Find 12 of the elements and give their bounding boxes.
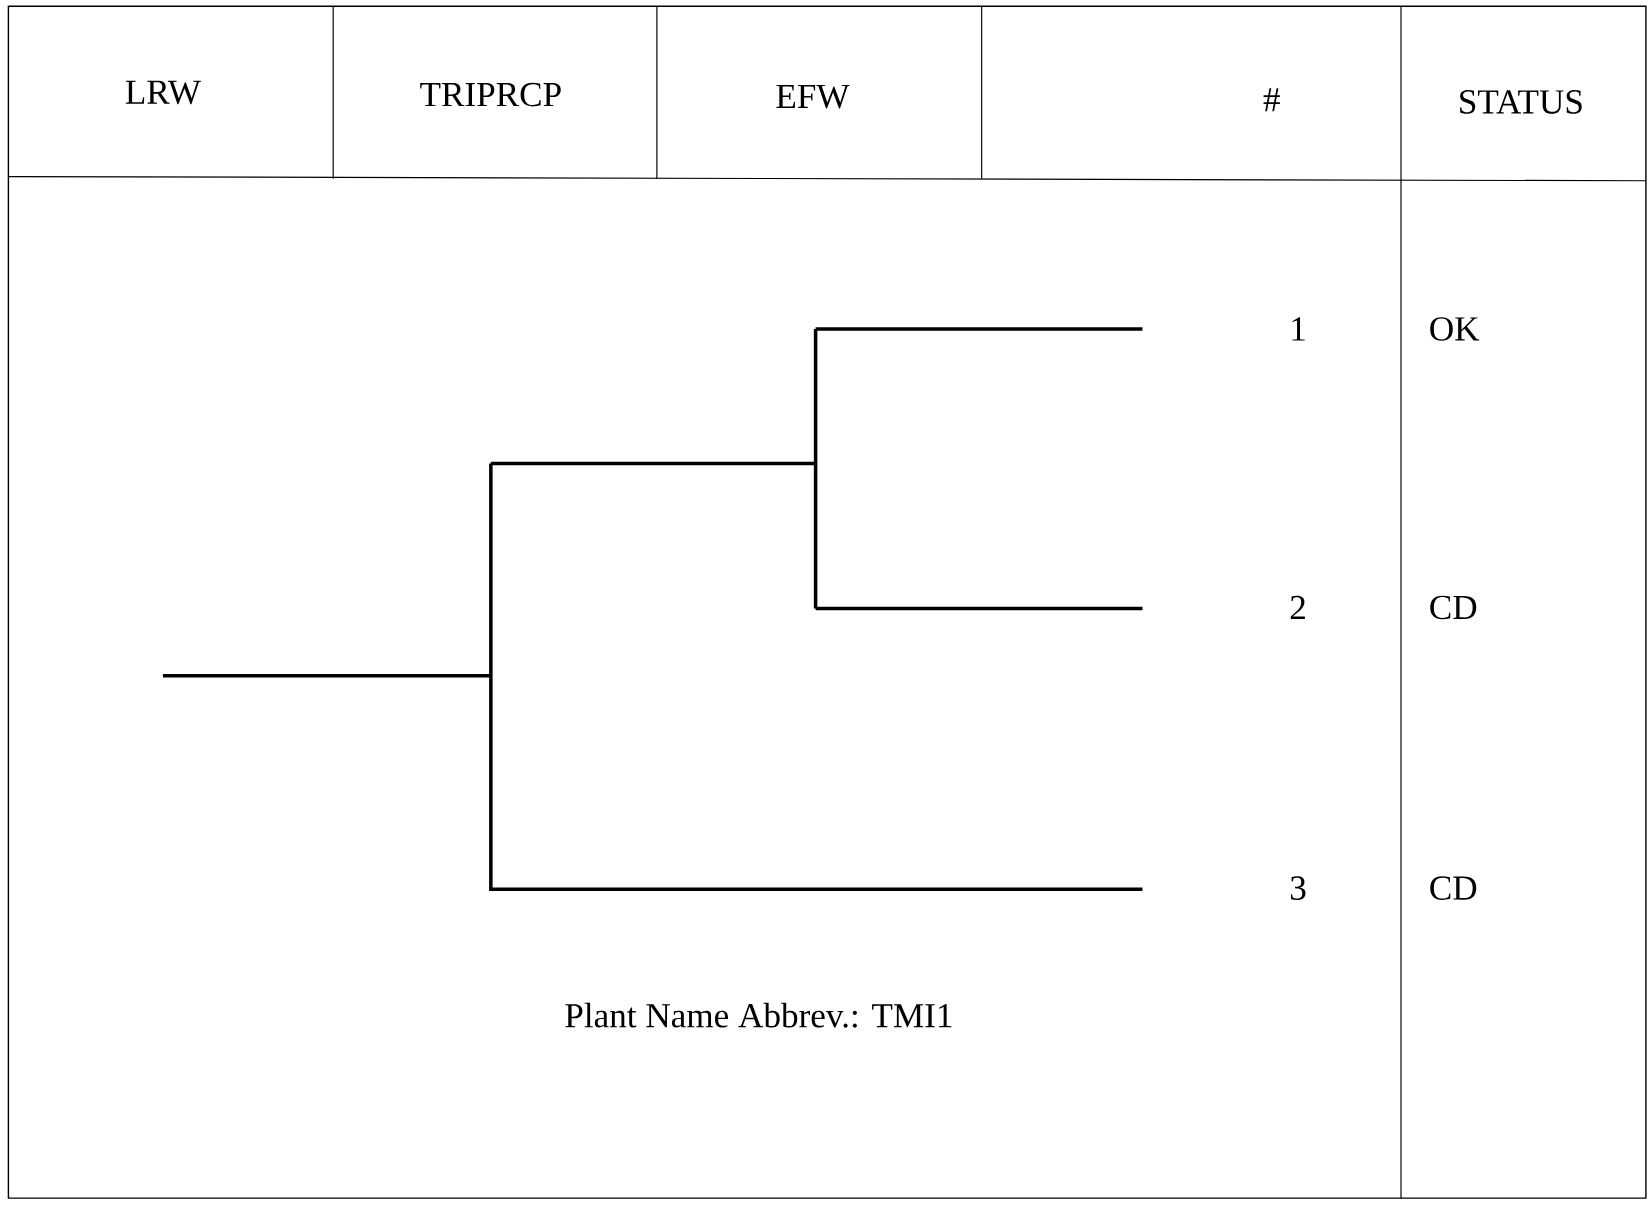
plant-name-note: Plant Name Abbrev.: TMI1	[565, 1003, 952, 1028]
end-state: CD	[1430, 876, 1477, 901]
column-header: EFW	[776, 85, 850, 109]
branch-number: 1	[1292, 317, 1305, 341]
column-header: STATUS	[1460, 90, 1582, 114]
column-header: LRW	[125, 80, 201, 105]
column-header: TRIPRCP	[420, 83, 561, 107]
column-header: #	[1263, 88, 1280, 112]
branch-number: 3	[1290, 876, 1306, 901]
end-state: OK	[1430, 317, 1480, 341]
branch-number: 2	[1290, 596, 1305, 620]
end-state: CD	[1430, 595, 1477, 620]
